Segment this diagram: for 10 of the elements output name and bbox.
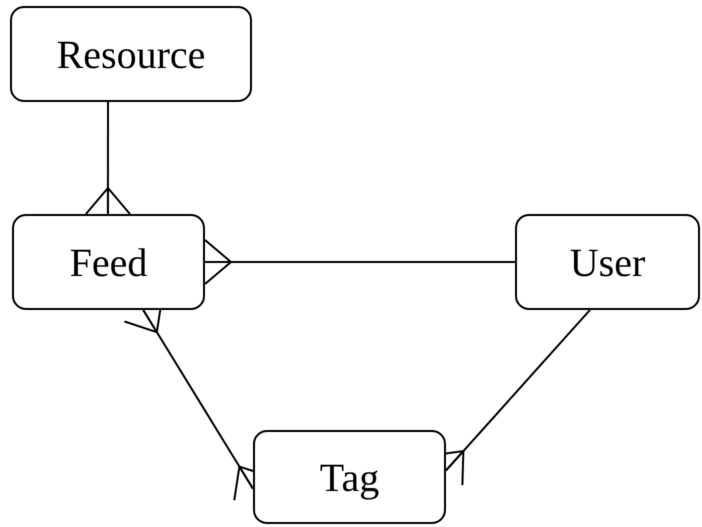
- entity-name: Tag: [320, 454, 380, 500]
- entity-name: Feed: [70, 238, 148, 286]
- relationship-line: [204, 239, 515, 285]
- entity-box: [515, 214, 700, 310]
- entity-box: [253, 430, 446, 524]
- entity-box: [12, 214, 205, 310]
- entity-box: [10, 6, 252, 102]
- entity-name: User: [570, 238, 646, 286]
- entity-name: Resource: [56, 30, 206, 78]
- relationship-line: [84, 102, 131, 216]
